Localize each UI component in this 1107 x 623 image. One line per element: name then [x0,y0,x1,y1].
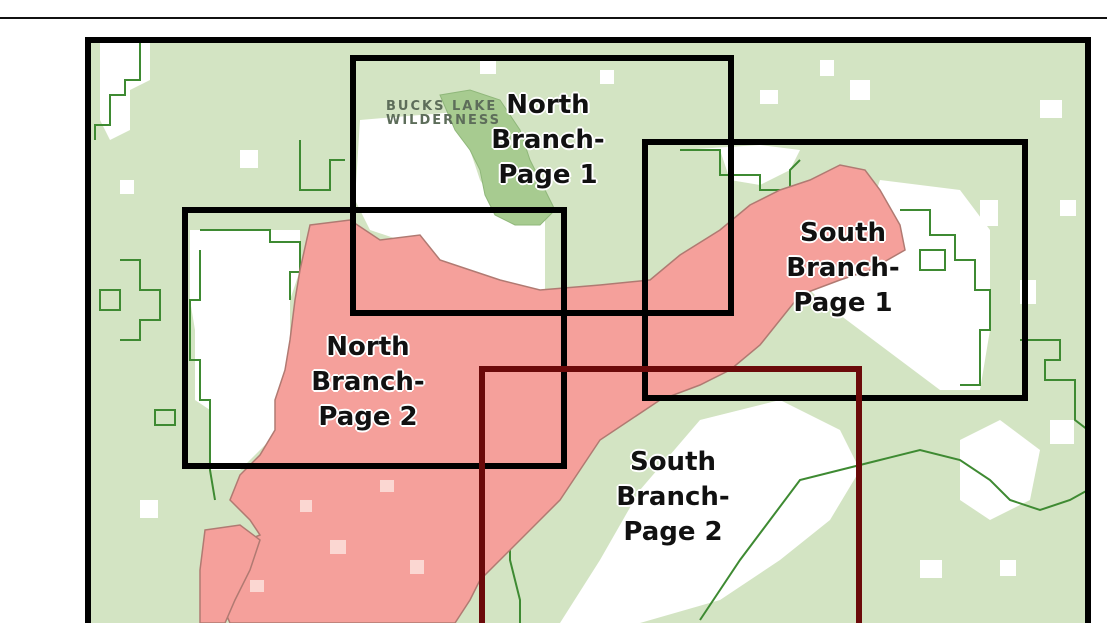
label-line: Branch- [311,367,425,397]
label-line: North [506,90,590,120]
label-north-branch-page-1: North Branch- Page 1 [488,88,608,193]
header-rule [0,17,1107,19]
page-box-south-branch-1[interactable] [642,139,1028,401]
unburned-islands [250,480,424,592]
label-line: Page 1 [498,160,598,190]
fire-perimeter-secondary [199,524,261,623]
label-line: North [326,332,410,362]
label-line: Page 1 [793,288,893,318]
wilderness-label: BUCKS LAKE WILDERNESS [386,100,501,128]
wilderness-label-line1: BUCKS LAKE [386,99,498,114]
label-line: Page 2 [623,517,723,547]
page-box-south-branch-2[interactable] [479,366,862,623]
page-box-north-branch-1[interactable] [350,55,734,316]
label-line: Branch- [491,125,605,155]
label-south-branch-page-1: South Branch- Page 1 [783,216,903,321]
wilderness-area [439,89,556,226]
label-line: South [629,447,717,477]
wilderness-label-line2: WILDERNESS [386,113,502,128]
map-frame [85,37,1091,623]
label-north-branch-page-2: North Branch- Page 2 [308,330,428,435]
forest-boundary-lines [94,40,1088,623]
label-line: South [799,218,887,248]
label-line: Page 2 [318,402,418,432]
page-box-north-branch-2[interactable] [182,207,567,469]
label-line: Branch- [616,482,730,512]
label-south-branch-page-2: South Branch- Page 2 [613,445,733,550]
label-line: Branch- [786,253,900,283]
